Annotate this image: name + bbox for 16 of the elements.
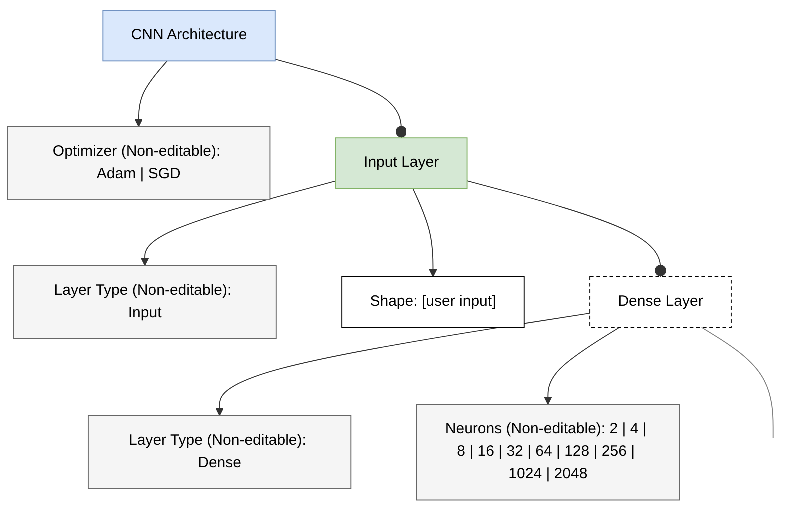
arrow xyxy=(412,188,438,277)
node-box: Input Layer xyxy=(335,137,468,189)
connector xyxy=(701,326,774,438)
connector xyxy=(466,180,666,278)
node-box: Layer Type (Non-editable): Dense xyxy=(88,414,352,490)
connector xyxy=(274,58,408,138)
node-box: Shape: [user input] xyxy=(342,276,525,328)
node-box: Dense Layer xyxy=(590,276,732,328)
arrow xyxy=(544,326,620,405)
node-box: Layer Type (Non-editable): Input xyxy=(13,264,277,339)
arrow xyxy=(140,180,336,266)
node-box: Neurons (Non-editable): 2 | 4 | 8 | 16 | 32 | 64 | 128 | 256 | 1024 | 2048 xyxy=(416,404,680,500)
arrow xyxy=(134,60,168,127)
node-box: CNN Architecture xyxy=(102,10,276,62)
node-box: Optimizer (Non-editable): Adam | SGD xyxy=(7,126,271,200)
arrow xyxy=(216,312,591,416)
